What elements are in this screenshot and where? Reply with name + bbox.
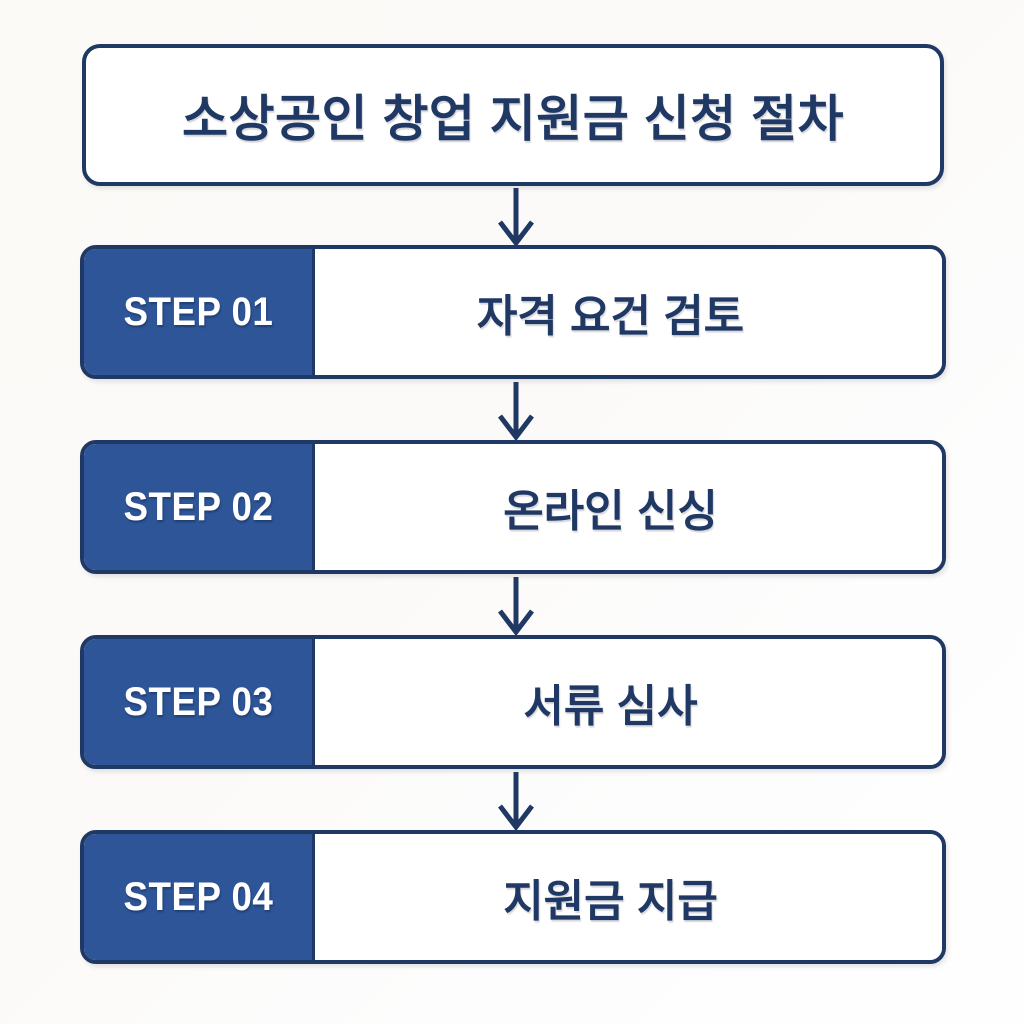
step-body-02: 온라인 신싱 — [315, 444, 942, 570]
step-badge-label-04: STEP 04 — [123, 874, 273, 919]
step-badge-label-03: STEP 03 — [123, 679, 273, 724]
step-title-01: 자격 요건 검토 — [476, 292, 745, 341]
step-card-02[interactable]: STEP 02 온라인 신싱 — [80, 440, 946, 574]
arrow-step-01-to-step-02 — [494, 382, 538, 442]
arrow-step-03-to-step-04 — [494, 772, 538, 832]
step-badge-02: STEP 02 — [84, 444, 315, 570]
step-title-04: 지원금 지급 — [503, 877, 718, 926]
step-badge-01: STEP 01 — [84, 249, 315, 375]
step-card-03[interactable]: STEP 03 서류 심사 — [80, 635, 946, 769]
step-body-03: 서류 심사 — [315, 639, 942, 765]
step-badge-label-02: STEP 02 — [123, 484, 273, 529]
step-title-03: 서류 심사 — [523, 682, 698, 731]
step-body-01: 자격 요건 검토 — [315, 249, 942, 375]
arrow-title-to-step-01 — [494, 188, 538, 248]
step-badge-03: STEP 03 — [84, 639, 315, 765]
flowchart-title-card: 소상공인 창업 지원금 신청 절차 — [82, 44, 944, 186]
step-badge-label-01: STEP 01 — [123, 289, 273, 334]
step-card-01[interactable]: STEP 01 자격 요건 검토 — [80, 245, 946, 379]
step-badge-04: STEP 04 — [84, 834, 315, 960]
step-title-02: 온라인 신싱 — [503, 487, 718, 536]
step-body-04: 지원금 지급 — [315, 834, 942, 960]
page-title: 소상공인 창업 지원금 신청 절차 — [181, 91, 845, 147]
arrow-step-02-to-step-03 — [494, 577, 538, 637]
step-card-04[interactable]: STEP 04 지원금 지급 — [80, 830, 946, 964]
